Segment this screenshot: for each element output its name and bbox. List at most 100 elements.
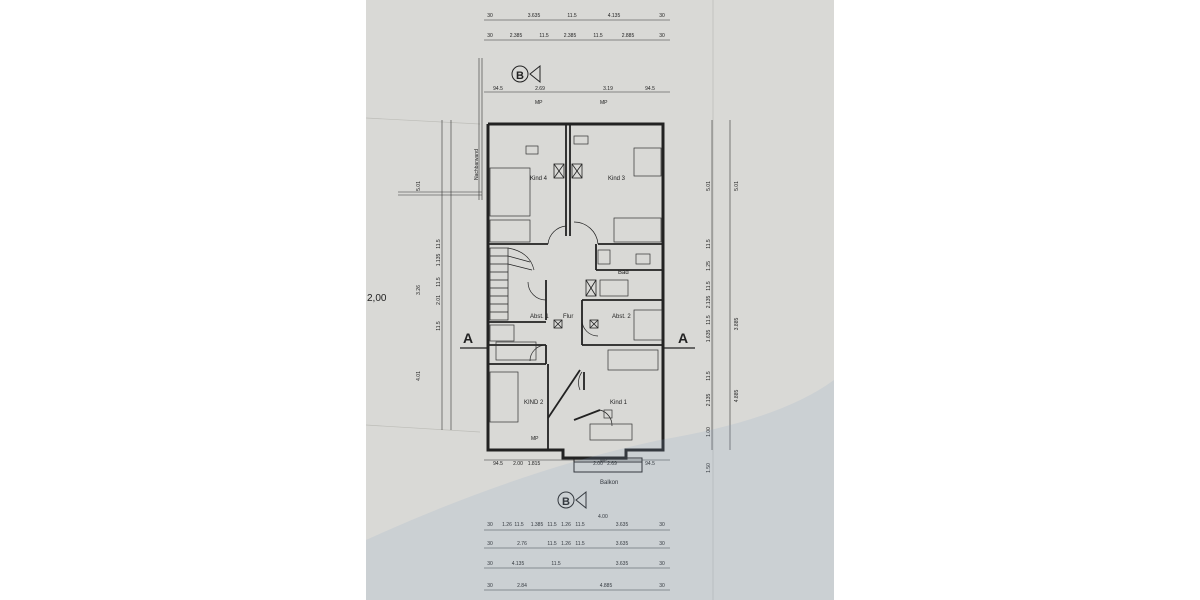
side-dimension-label: 2,00 — [367, 293, 387, 304]
section-b-bottom-letter: B — [562, 496, 570, 508]
dimension-label: 2.69 — [535, 86, 545, 92]
dimension-label: 30 — [659, 13, 665, 19]
dimension-label: 1.25 — [706, 261, 712, 271]
dimension-label: 2.135 — [706, 394, 712, 407]
room-kind3-label: Kind 3 — [608, 176, 626, 182]
dimension-label: 11.5 — [514, 522, 524, 528]
dimension-label: 11.5 — [706, 281, 712, 291]
section-b-bottom: B — [557, 490, 587, 510]
dimension-label: 4.885 — [734, 390, 740, 403]
room-flur-label: Flur — [563, 314, 573, 320]
dimension-label: 1.135 — [436, 254, 442, 267]
room-kind1-label: Kind 1 — [610, 400, 628, 406]
dimension-label: 1.50 — [706, 463, 712, 473]
dimension-label: 11.5 — [436, 321, 442, 331]
dimension-label: 11.5 — [436, 277, 442, 287]
dimension-label: 1.26 — [561, 541, 571, 547]
neighbour-wall-label: Nachbarwand — [474, 149, 480, 180]
dimension-label: 3.635 — [528, 13, 541, 19]
dimension-label: 2.84 — [517, 583, 527, 589]
dimension-label: 2.135 — [706, 296, 712, 309]
dimension-label: 30 — [487, 583, 493, 589]
dimension-label: 5.01 — [706, 181, 712, 191]
sheet-crease — [366, 424, 481, 433]
dimension-label: 3.26 — [416, 285, 422, 295]
dimension-label: 11.5 — [547, 522, 557, 528]
dimension-label: 94.5 — [493, 461, 503, 467]
balcony — [573, 457, 643, 473]
outer-walls — [486, 122, 665, 460]
dimension-label: 1.26 — [502, 522, 512, 528]
mp-marker: MP — [531, 436, 539, 442]
dimension-label: 3.635 — [616, 522, 629, 528]
dimension-label: 3.19 — [603, 86, 613, 92]
dimension-label: 30 — [487, 561, 493, 567]
dimension-labels: 30 3.635 11.5 4.135 30 30 2.385 11.5 2.385 11.5 2.… — [416, 13, 740, 589]
mp-marker: MP — [535, 100, 543, 106]
dimension-label: 30 — [659, 583, 665, 589]
dimension-label: 4.135 — [608, 13, 621, 19]
dimension-label: 11.5 — [593, 33, 603, 39]
door-swings — [527, 221, 613, 427]
dimension-label: 2.00 — [513, 461, 523, 467]
dimension-label: 11.5 — [436, 239, 442, 249]
furniture — [489, 135, 663, 441]
ducts — [553, 163, 599, 329]
mp-marker: MP — [600, 100, 608, 106]
dimension-label: 30 — [659, 561, 665, 567]
dimension-label: 30 — [659, 33, 665, 39]
dimension-label: 2.385 — [510, 33, 523, 39]
dimension-label: 2.385 — [564, 33, 577, 39]
room-bad-label: Bad — [618, 270, 629, 276]
section-a-left-letter: A — [463, 330, 473, 346]
dimension-label: 11.5 — [539, 33, 549, 39]
room-kind4-label: Kind 4 — [530, 176, 548, 182]
balcony-label: Balkon — [600, 480, 618, 486]
dimension-label: 30 — [487, 33, 493, 39]
room-kind2-label: KIND 2 — [524, 400, 544, 406]
dimension-label: 11.5 — [575, 541, 585, 547]
dimension-label: 11.5 — [575, 522, 585, 528]
dimension-label: 1.385 — [531, 522, 544, 528]
dimension-label: 3.635 — [616, 561, 629, 567]
plan-sheet: Nachbarwand 2,00 — [366, 0, 834, 600]
dimension-label: 11.5 — [706, 371, 712, 381]
dimension-label: 30 — [659, 522, 665, 528]
section-a-right: A — [663, 330, 695, 349]
dimension-label: 11.5 — [706, 239, 712, 249]
dimension-label: 30 — [487, 13, 493, 19]
section-a-right-letter: A — [678, 330, 688, 346]
dimension-label: 4.135 — [512, 561, 525, 567]
dimension-label: 2.00 — [593, 461, 603, 467]
dimension-label: 94.5 — [493, 86, 503, 92]
section-a-left: A — [460, 330, 488, 349]
dimension-label: 2.885 — [622, 33, 635, 39]
dimension-label: 11.5 — [567, 13, 577, 19]
dimension-chains — [441, 19, 731, 591]
neighbour-wall — [398, 58, 483, 200]
floor-plan: Nachbarwand 2,00 — [366, 0, 740, 600]
dimension-label: 3.635 — [616, 541, 629, 547]
dimension-label: 4.01 — [416, 371, 422, 381]
dimension-label: 3.885 — [734, 318, 740, 331]
dimension-label: 2.01 — [436, 295, 442, 305]
balcony-width-label: 4.00 — [598, 514, 608, 520]
dimension-label: 4.885 — [600, 583, 613, 589]
dimension-label: 11.5 — [551, 561, 561, 567]
dimension-label: 5.01 — [416, 181, 422, 191]
room-abst2-label: Abst. 2 — [612, 314, 631, 320]
dimension-label: 2.69 — [607, 461, 617, 467]
dimension-label: 5.01 — [734, 181, 740, 191]
mp-marker: MP — [600, 458, 608, 464]
dimension-label: 30 — [659, 541, 665, 547]
dimension-label: 94.5 — [645, 86, 655, 92]
staircase — [489, 247, 535, 321]
dimension-label: 11.5 — [706, 315, 712, 325]
dimension-label: 94.5 — [645, 461, 655, 467]
section-b-top: B — [511, 64, 541, 84]
dimension-label: 1.815 — [528, 461, 541, 467]
sheet-crease — [366, 117, 481, 125]
dimension-label: 30 — [487, 541, 493, 547]
dimension-label: 1.26 — [561, 522, 571, 528]
dimension-label: 1.635 — [706, 330, 712, 343]
